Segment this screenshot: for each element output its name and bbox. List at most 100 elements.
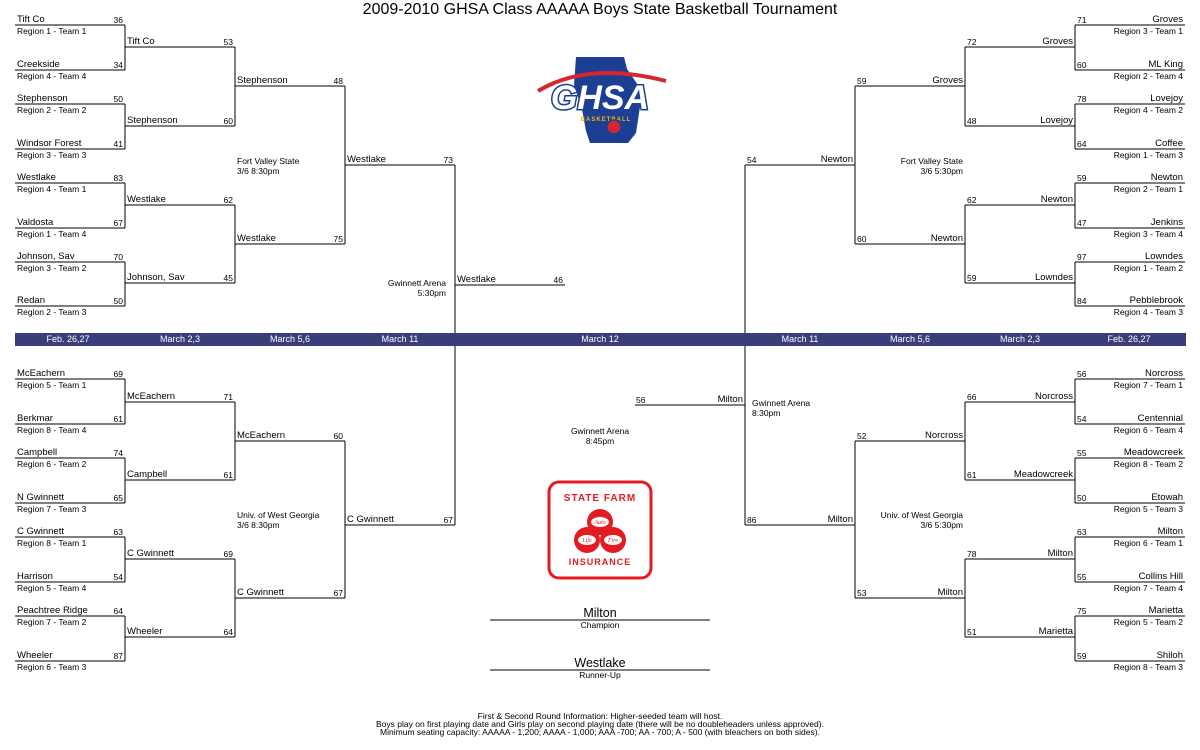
team-name: Stephenson	[237, 75, 288, 86]
venue-right-semi: Gwinnett Arena 8:30pm	[752, 398, 810, 418]
team-score: 73	[443, 155, 453, 165]
team-name: Westlake	[17, 172, 56, 183]
team-score: 63	[113, 527, 123, 537]
team-score: 61	[223, 470, 233, 480]
team-name: Harrison	[17, 571, 53, 582]
team-name: Wheeler	[127, 626, 163, 637]
venue-time: 3/6 5:30pm	[920, 520, 963, 530]
team-score: 48	[333, 76, 343, 86]
team-name: Centennial	[1137, 413, 1183, 424]
team-score: 64	[1077, 139, 1087, 149]
team-name: Milton	[717, 394, 743, 405]
venue-right-bottom: Univ. of West Georgia 3/6 5:30pm	[863, 510, 963, 530]
team-name: Meadowcreek	[1123, 447, 1183, 458]
team-name: Groves	[932, 75, 963, 86]
team-score: 59	[857, 76, 867, 86]
team-score: 84	[1077, 296, 1087, 306]
ghsa-subtitle: BASKETBALL	[581, 117, 632, 123]
team-seed: Region 2 - Team 2	[17, 105, 87, 115]
team-seed: Region 7 - Team 4	[1113, 583, 1183, 593]
team-name: Campbell	[17, 447, 58, 458]
venue-time: 3/6 5:30pm	[920, 166, 963, 176]
team-seed: Region 5 - Team 1	[17, 380, 87, 390]
team-score: 67	[443, 515, 453, 525]
date-right-r3: March 5,6	[889, 334, 931, 344]
team-seed: Region 8 - Team 4	[17, 425, 87, 435]
team-name: Jenkins	[1150, 217, 1183, 228]
team-name: Collins Hill	[1138, 571, 1183, 582]
logo-swoosh	[536, 71, 667, 93]
venue-name: Gwinnett Arena	[752, 398, 811, 408]
team-score: 55	[1077, 448, 1087, 458]
team-score: 66	[967, 392, 977, 402]
team-score: 74	[113, 448, 123, 458]
team-name: Milton	[937, 587, 963, 598]
team-name: Shiloh	[1156, 650, 1183, 661]
team-name: Tift Co	[127, 36, 155, 47]
team-score: 59	[1077, 173, 1087, 183]
team-name: Newton	[930, 233, 963, 244]
venue-name: Univ. of West Georgia	[880, 510, 963, 520]
team-name: Groves	[1042, 36, 1073, 47]
team-score: 34	[113, 60, 123, 70]
team-name: Campbell	[127, 469, 168, 480]
team-score: 86	[747, 515, 757, 525]
team-score: 60	[223, 116, 233, 126]
team-seed: Region 8 - Team 1	[17, 538, 87, 548]
team-score: 65	[113, 493, 123, 503]
team-name: N Gwinnett	[17, 492, 64, 503]
date-left-r1: Feb. 26,27	[46, 334, 90, 344]
venue-final: Gwinnett Arena 8:45pm	[540, 426, 660, 446]
team-name: Meadowcreek	[1013, 469, 1073, 480]
team-score: 50	[113, 94, 123, 104]
basketball-icon	[606, 119, 622, 135]
team-name: Creekside	[17, 59, 60, 70]
team-score: 69	[113, 369, 123, 379]
venue-time: 8:30pm	[752, 408, 781, 418]
team-seed: Region 2 - Team 3	[17, 307, 87, 317]
sf-bottom-text: INSURANCE	[569, 557, 632, 567]
team-name: Groves	[1152, 14, 1183, 25]
team-name: Westlake	[237, 233, 276, 244]
team-score: 71	[1077, 15, 1087, 25]
runner-up-name: Westlake	[574, 656, 626, 670]
team-score: 60	[1077, 60, 1087, 70]
team-seed: Region 2 - Team 4	[1113, 71, 1183, 81]
team-score: 75	[1077, 606, 1087, 616]
team-name: McEachern	[17, 368, 66, 379]
team-score: 41	[113, 139, 123, 149]
venue-name: Fort Valley State	[237, 156, 300, 166]
team-score: 67	[113, 218, 123, 228]
team-score: 50	[113, 296, 123, 306]
team-seed: Region 1 - Team 4	[17, 229, 87, 239]
georgia-shape	[574, 57, 640, 143]
team-seed: Region 6 - Team 2	[17, 459, 87, 469]
team-name: Lowndes	[1144, 251, 1183, 262]
team-score: 54	[113, 572, 123, 582]
team-name: Pebblebrook	[1129, 295, 1183, 306]
team-name: Johnson, Sav	[127, 272, 185, 283]
venue-left-semi: Gwinnett Arena 5:30pm	[346, 278, 446, 298]
venue-time: 3/6 8:30pm	[237, 520, 280, 530]
team-name: Marietta	[1148, 605, 1183, 616]
team-name: Westlake	[347, 154, 386, 165]
team-name: Johnson, Sav	[17, 251, 75, 262]
team-name: Newton	[820, 154, 853, 165]
team-score: 55	[1077, 572, 1087, 582]
team-score: 70	[113, 252, 123, 262]
venue-name: Fort Valley State	[900, 156, 963, 166]
venue-left-bottom: Univ. of West Georgia 3/6 8:30pm	[237, 510, 319, 530]
date-left-r2: March 2,3	[159, 334, 201, 344]
team-name: Peachtree Ridge	[17, 605, 88, 616]
venue-name: Univ. of West Georgia	[237, 510, 320, 520]
team-score: 83	[113, 173, 123, 183]
team-name: Lovejoy	[1040, 115, 1073, 126]
team-name: Lovejoy	[1150, 93, 1183, 104]
team-seed: Region 5 - Team 2	[1113, 617, 1183, 627]
date-bar	[15, 333, 1186, 346]
team-score: 62	[223, 195, 233, 205]
team-score: 56	[1077, 369, 1087, 379]
team-score: 59	[967, 273, 977, 283]
team-score: 87	[113, 651, 123, 661]
